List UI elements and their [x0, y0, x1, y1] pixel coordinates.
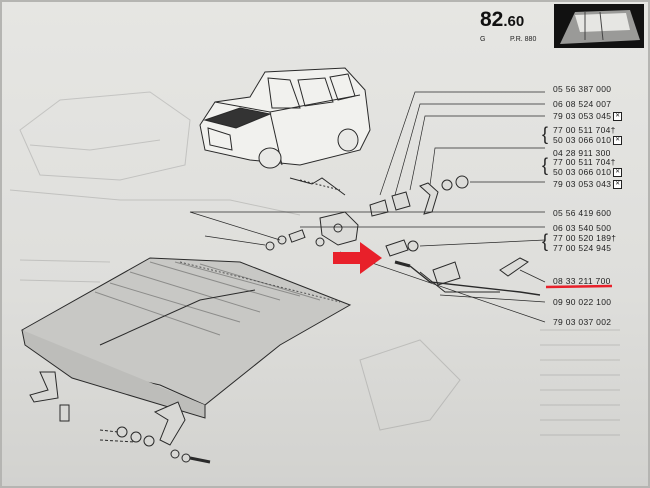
- car-illustration: [199, 67, 371, 169]
- part-number-marked: 77 00 511 704†: [553, 125, 616, 135]
- cross-mark-icon: ✕: [613, 168, 623, 178]
- hinge-parts: [29, 371, 211, 464]
- part-number: 77 00 511 704: [553, 125, 611, 135]
- part-number-marked: 77 00 511 704†: [553, 157, 616, 167]
- brace-icon: {: [542, 124, 549, 144]
- part-number: 09 90 022 100: [553, 297, 612, 307]
- bonnet-panel: [21, 257, 352, 419]
- part-number: 06 03 540 500: [553, 223, 612, 233]
- part-number-marked: 77 00 520 189†: [553, 233, 616, 243]
- highlighted-part-number: 08 33 211 700: [553, 276, 611, 286]
- part-number: 79 03 053 043: [553, 179, 612, 189]
- dagger-mark: †: [610, 125, 616, 135]
- faded-background-drawing: [9, 91, 620, 436]
- part-number: 05 56 419 600: [553, 208, 612, 218]
- cross-mark-icon: ✕: [613, 136, 623, 146]
- cross-mark-icon: ✕: [613, 112, 623, 122]
- highlight-arrow: [333, 242, 382, 274]
- page-sub-left: G: [480, 36, 486, 43]
- part-number: 77 00 524 945: [553, 243, 612, 253]
- page-number-main: 82: [480, 8, 504, 31]
- part-number: 77 00 511 704: [553, 157, 611, 167]
- brace-icon: {: [542, 155, 549, 175]
- page-number: 82.60: [480, 8, 524, 32]
- latch-assembly: [265, 175, 541, 296]
- brace-icon: {: [542, 231, 549, 251]
- part-number: 04 28 911 300: [553, 148, 611, 158]
- dagger-mark: †: [611, 233, 617, 243]
- part-number-marked: 79 03 053 045✕: [553, 111, 623, 122]
- cross-mark-icon: ✕: [613, 180, 623, 190]
- part-number-marked: 50 03 066 010✕: [553, 135, 623, 146]
- part-number: 50 03 066 010: [553, 135, 612, 145]
- part-number: 79 03 037 002: [553, 317, 612, 327]
- part-number-marked: 79 03 053 043✕: [553, 179, 623, 190]
- page-number-decimal: .60: [503, 13, 525, 30]
- thumbnail-image: [554, 4, 644, 48]
- part-number: 77 00 520 189: [553, 233, 612, 243]
- part-number: 50 03 066 010: [553, 167, 612, 177]
- highlight-underline: [545, 284, 613, 289]
- part-number: 79 03 053 045: [553, 111, 612, 121]
- part-number: 06 08 524 007: [553, 99, 612, 109]
- page-sub-right: P.R. 880: [510, 36, 537, 43]
- part-number: 05 56 387 000: [553, 84, 612, 94]
- dagger-mark: †: [610, 157, 616, 167]
- part-number-marked: 50 03 066 010✕: [553, 167, 623, 178]
